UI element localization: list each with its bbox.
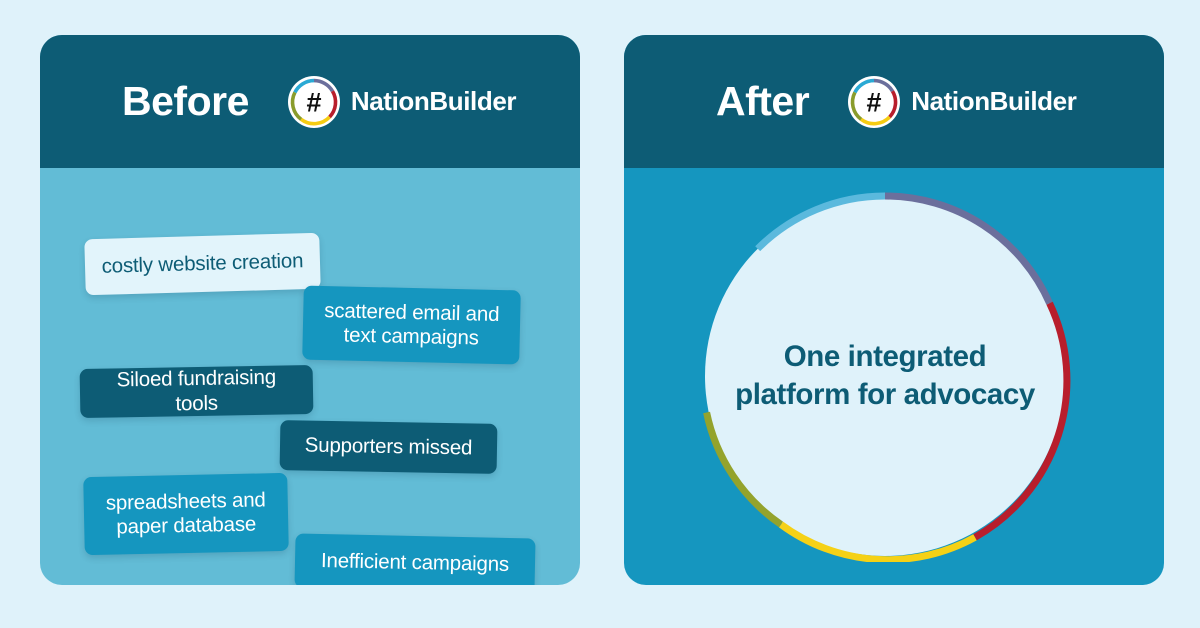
integrated-platform-circle: One integrated platform for advocacy [699, 190, 1071, 562]
pain-point-tag: scattered email and text campaigns [302, 285, 521, 365]
brand-name-before: NationBuilder [350, 86, 517, 116]
pain-point-tag: Siloed fundraising tools [79, 364, 314, 419]
pain-point-label: scattered email and text campaigns [323, 298, 500, 350]
pain-point-label: Supporters missed [304, 433, 473, 460]
pain-point-tag: Supporters missed [279, 420, 498, 474]
brand-lockup-after: # NationBuilder [848, 75, 1077, 128]
hash-circle-icon: # [287, 75, 340, 128]
panel-before-header: Before # [40, 35, 580, 168]
hash-circle-icon: # [848, 75, 901, 128]
panel-after-header: After # [624, 35, 1164, 168]
pain-point-tag: spreadsheets and paper database [83, 472, 289, 556]
brand-lockup-before: # NationBuilder [287, 75, 517, 128]
svg-text:#: # [867, 87, 882, 117]
panel-before-body: costly website creation scattered email … [40, 168, 580, 585]
pain-point-tag: Inefficient campaigns [294, 533, 536, 585]
pain-point-label: costly website creation [101, 249, 304, 278]
panel-before-title: Before [122, 78, 249, 124]
pain-point-label: Inefficient campaigns [320, 548, 510, 576]
brand-name-after: NationBuilder [911, 86, 1077, 116]
svg-text:#: # [306, 87, 321, 117]
pain-point-label: Siloed fundraising tools [116, 365, 277, 415]
panel-after-body: One integrated platform for advocacy [624, 168, 1164, 585]
pain-point-tag: costly website creation [84, 232, 321, 296]
panel-after-title: After [716, 78, 810, 124]
pain-point-label: spreadsheets and paper database [105, 488, 266, 539]
panel-before: Before # [40, 35, 580, 585]
panel-after: After # [624, 35, 1164, 585]
